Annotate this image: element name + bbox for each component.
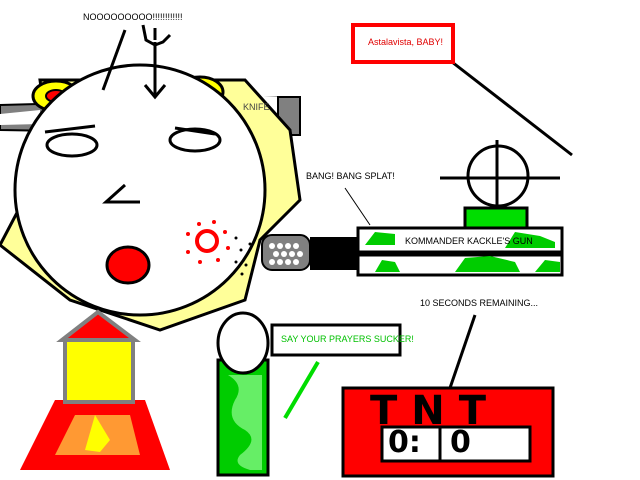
capsule [216, 311, 270, 477]
timer-seconds: 0 [450, 425, 471, 460]
catchphrase-text: Astalavista, BABY! [368, 37, 444, 47]
countdown-pointer [448, 314, 477, 389]
bullet-wound [186, 220, 252, 276]
scream-pointer [101, 29, 127, 91]
prayers-pointer [283, 360, 320, 420]
catchphrase-box [351, 23, 455, 64]
face [44, 124, 222, 285]
countdown-text: 10 SECONDS REMAINING... [420, 298, 539, 308]
prayers-text: SAY YOUR PRAYERS SUCKER! [281, 334, 414, 344]
rocket [20, 309, 170, 470]
knife-label: KNIFE [243, 102, 270, 112]
gun-label: KOMMANDER KACKLE'S GUN [405, 236, 533, 246]
timer-minutes: 0: [388, 425, 421, 460]
crosshair [440, 140, 560, 230]
tnt-box [341, 386, 555, 478]
tnt-label: TNT [370, 388, 501, 434]
stick-hand [141, 24, 172, 100]
gun [261, 187, 564, 277]
bang-text: BANG! BANG SPLAT! [306, 171, 395, 181]
prayers-box [270, 323, 402, 357]
scream-text: NOOOOOOOOO!!!!!!!!!!!! [83, 12, 183, 22]
catchphrase-pointer [451, 60, 573, 157]
